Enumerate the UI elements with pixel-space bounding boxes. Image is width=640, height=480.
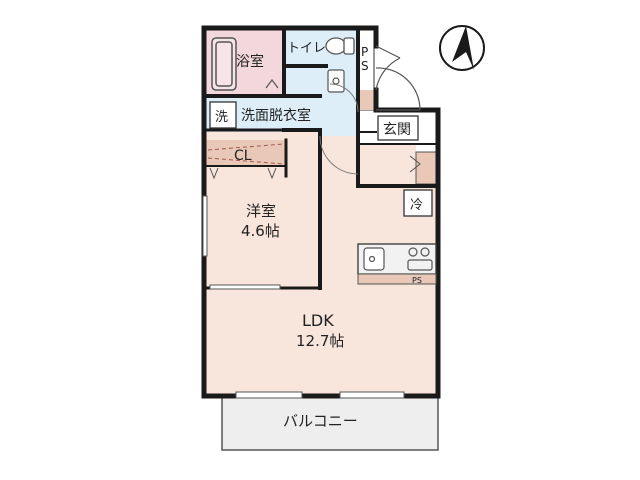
entrance-label-box (377, 115, 419, 141)
toilet-label: トイレ (287, 41, 326, 56)
balcony-floor (221, 395, 439, 451)
closet-lines (207, 143, 285, 165)
svg-text:冷: 冷 (410, 198, 423, 213)
sink-icon (327, 69, 345, 93)
entrance-step (360, 144, 416, 186)
washer-icon: 洗 (209, 101, 237, 129)
stove-icon (407, 247, 433, 271)
windows (202, 195, 405, 399)
shoe-box-shelf (409, 155, 421, 173)
bath-door-mark (265, 79, 279, 89)
closet-floor (206, 140, 286, 166)
door-swing-icon (329, 83, 359, 113)
western-room-size: 4.6帖 (241, 222, 280, 240)
western-room-label: 洋室 (246, 202, 276, 220)
ps-shaft-label-p: P (361, 45, 368, 59)
ldk-label: LDK (302, 311, 334, 330)
compass-icon (439, 25, 485, 71)
fridge-icon: 冷 (403, 189, 433, 217)
balcony-label: バルコニー (283, 412, 358, 430)
washroom-ext-floor (320, 96, 358, 136)
toilet-icon (325, 37, 355, 55)
closet-door-marks (209, 167, 277, 180)
ps-small (360, 90, 374, 110)
kitchen-sink-icon (363, 247, 385, 271)
washroom-door-swing (319, 135, 359, 175)
closet-label: CL (234, 148, 252, 164)
entrance-label: 玄関 (383, 121, 411, 138)
kitchen-ps-label: PS (412, 276, 422, 285)
washroom-label: 洗面脱衣室 (241, 107, 311, 124)
bathtub-icon (211, 37, 237, 91)
entrance-door (375, 45, 421, 111)
svg-text:洗: 洗 (215, 110, 228, 125)
bath-label: 浴室 (236, 53, 264, 70)
ldk-size: 12.7帖 (296, 332, 344, 350)
ps-shaft-label-s: S (361, 59, 369, 73)
kitchen-ps-box (357, 273, 437, 285)
shoe-box (415, 151, 437, 185)
